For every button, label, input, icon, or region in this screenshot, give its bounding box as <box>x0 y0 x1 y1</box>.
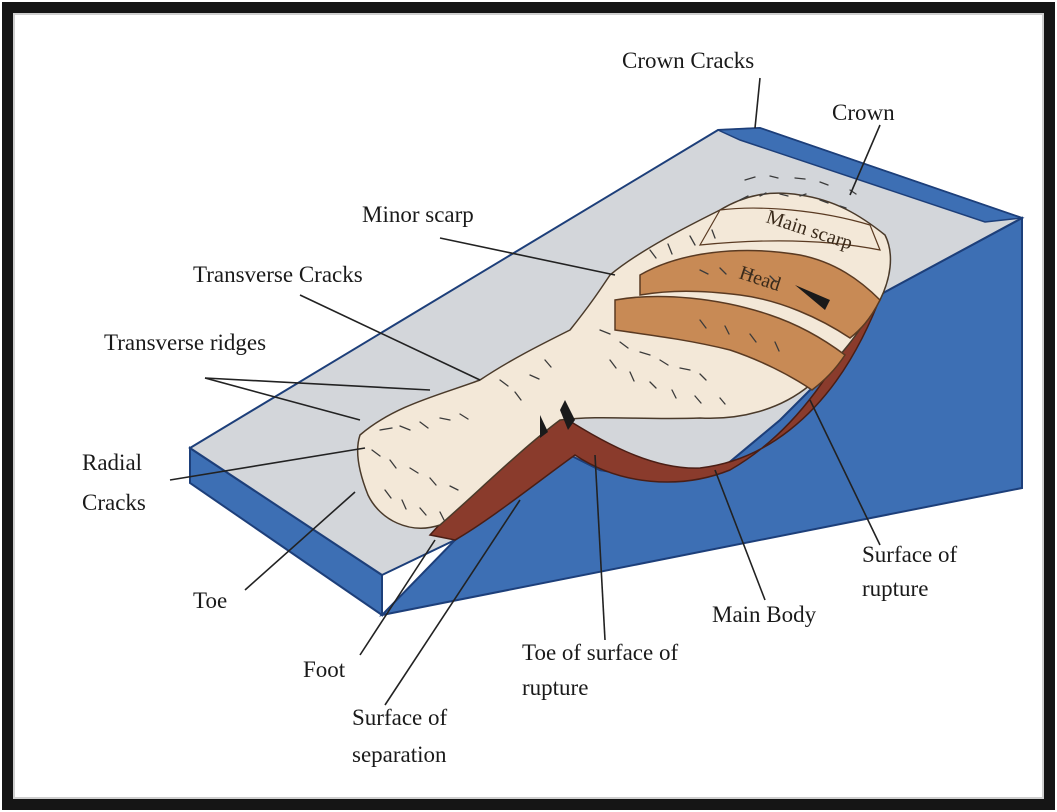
label-crown: Crown <box>832 100 895 125</box>
label-transverse-ridges: Transverse ridges <box>104 330 266 355</box>
label-surface-of-separation-line2: separation <box>352 742 447 767</box>
label-main-body: Main Body <box>712 602 817 627</box>
label-radial-cracks-line2: Cracks <box>82 490 146 515</box>
label-transverse-cracks: Transverse Cracks <box>193 262 363 287</box>
label-foot: Foot <box>303 657 346 682</box>
label-surface-of-rupture-line2: rupture <box>862 576 928 601</box>
label-toe: Toe <box>193 588 227 613</box>
label-radial-cracks-line1: Radial <box>82 450 142 475</box>
label-toe-of-surface-of-rupture-line1: Toe of surface of <box>522 640 678 665</box>
label-minor-scarp: Minor scarp <box>362 202 474 227</box>
label-surface-of-separation-line1: Surface of <box>352 705 447 730</box>
label-toe-of-surface-of-rupture-line2: rupture <box>522 675 588 700</box>
label-surface-of-rupture-line1: Surface of <box>862 542 957 567</box>
label-crown-cracks: Crown Cracks <box>622 48 754 73</box>
